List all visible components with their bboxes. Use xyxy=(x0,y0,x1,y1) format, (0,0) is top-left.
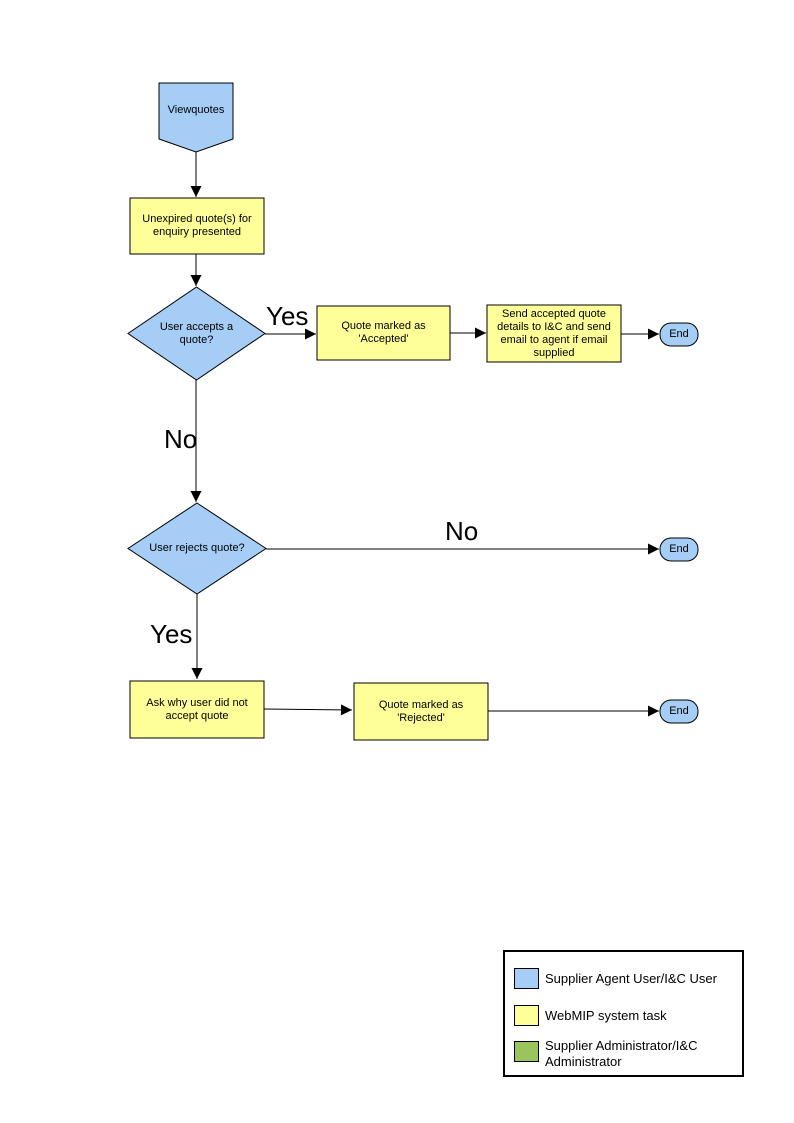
send-details-node-shape xyxy=(486,304,622,363)
rejected-node-label: Quote marked as 'Rejected' xyxy=(378,698,464,724)
reject-yes-edge-label: Yes xyxy=(150,619,193,649)
accept-decision-label: User accepts a quote? xyxy=(159,320,234,346)
legend-label-user: Supplier Agent User/I&C User xyxy=(545,971,717,986)
ask-why-node-label: Ask why user did not accept quote xyxy=(146,696,248,722)
end1-node-label: End xyxy=(669,328,689,340)
present-node-label: Unexpired quote(s) for enquiry presented xyxy=(142,213,252,238)
legend-label-admin: Supplier Administrator/I&C Administrator xyxy=(545,1038,698,1069)
accept-no-edge-label: No xyxy=(164,424,198,454)
end1-node-shape xyxy=(659,322,699,347)
rejected-node-shape xyxy=(353,682,489,741)
edge-ask-why-to-rejected xyxy=(263,704,353,716)
reject-decision-shape xyxy=(127,502,267,595)
legend-swatch-user xyxy=(514,968,539,989)
end3-node-shape xyxy=(659,699,699,724)
end3-node-label: End xyxy=(669,705,689,717)
legend-swatch-system xyxy=(514,1005,539,1026)
legend-swatch-admin xyxy=(514,1041,539,1062)
ask-why-node-shape xyxy=(129,680,265,739)
send-details-node-label: Send accepted quote details to I&C and s… xyxy=(497,307,611,359)
present-node-shape xyxy=(129,197,265,255)
end2-node-shape xyxy=(659,537,699,562)
reject-decision-label: User rejects quote? xyxy=(149,542,245,554)
reject-no-edge-label: No xyxy=(445,516,479,546)
accept-yes-edge-label: Yes xyxy=(266,301,309,331)
accept-decision-shape xyxy=(127,286,266,381)
accepted-node-label: Quote marked as 'Accepted' xyxy=(341,320,426,345)
legend-box: Supplier Agent User/I&C User WebMIP syst… xyxy=(503,950,744,1077)
legend-label-system: WebMIP system task xyxy=(545,1008,667,1023)
start-node-label: Viewquotes xyxy=(167,103,225,116)
accepted-node-shape xyxy=(316,305,451,361)
start-node-shape xyxy=(158,82,234,153)
end2-node-label: End xyxy=(669,543,689,555)
